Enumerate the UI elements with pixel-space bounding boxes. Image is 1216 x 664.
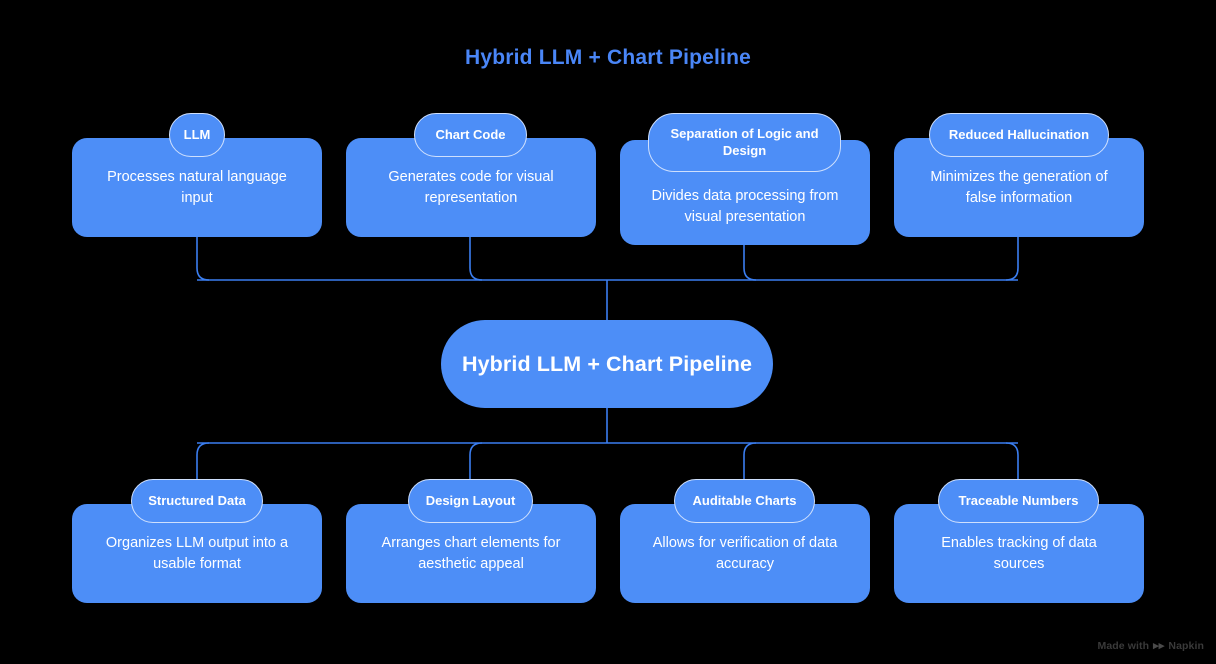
bottom-node-1-description: Organizes LLM output into a usable forma…	[105, 534, 289, 572]
top-node-3-badge[interactable]: Separation of Logic and Design	[648, 113, 841, 172]
bottom-node-4-badge[interactable]: Traceable Numbers	[938, 479, 1099, 523]
center-node[interactable]: Hybrid LLM + Chart Pipeline	[441, 320, 773, 408]
top-node-1-description: Processes natural language input	[107, 168, 287, 206]
top-node-4-badge[interactable]: Reduced Hallucination	[929, 113, 1109, 157]
top-node-2-body: Generates code for visual representation	[346, 138, 596, 237]
watermark-brand: Napkin	[1168, 639, 1204, 652]
top-node-1-badge[interactable]: LLM	[169, 113, 225, 157]
center-node-label: Hybrid LLM + Chart Pipeline	[462, 351, 752, 376]
bottom-node-2-badge[interactable]: Design Layout	[408, 479, 533, 523]
top-node-3-description: Divides data processing from visual pres…	[651, 187, 839, 225]
bottom-node-2-description: Arranges chart elements for aesthetic ap…	[381, 534, 561, 572]
napkin-logo-icon: ▸▸	[1153, 640, 1165, 652]
top-node-2-description: Generates code for visual representation	[388, 168, 554, 206]
bottom-node-1-badge[interactable]: Structured Data	[131, 479, 263, 523]
top-node-2-badge[interactable]: Chart Code	[414, 113, 527, 157]
bottom-node-3-badge[interactable]: Auditable Charts	[674, 479, 815, 523]
bottom-node-4-description: Enables tracking of data sources	[941, 534, 1097, 572]
bottom-node-3-description: Allows for verification of data accuracy	[652, 534, 838, 572]
top-node-4-description: Minimizes the generation of false inform…	[930, 168, 1108, 206]
page-title: Hybrid LLM + Chart Pipeline	[464, 46, 752, 69]
watermark: Made with ▸▸ Napkin	[1097, 639, 1204, 653]
watermark-prefix: Made with	[1097, 639, 1150, 652]
